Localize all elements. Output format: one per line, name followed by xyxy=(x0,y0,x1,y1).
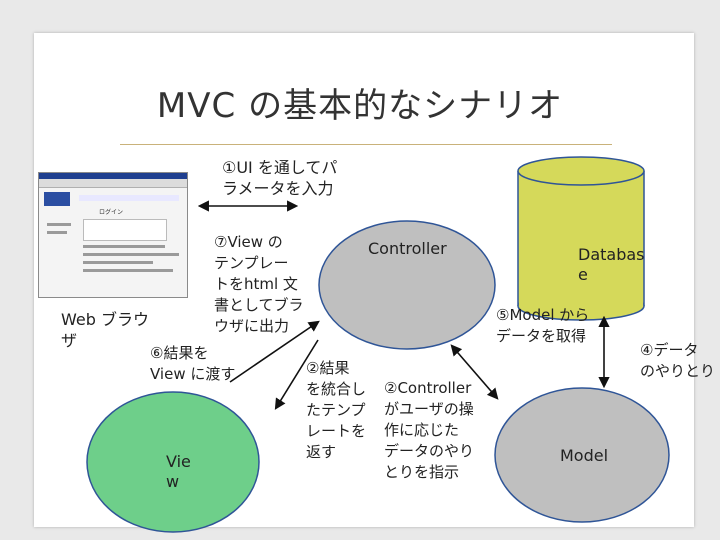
model-node-label: Model xyxy=(560,446,609,465)
step4-text: ④データ のやりとり xyxy=(640,341,716,380)
sidebar-line xyxy=(47,223,71,226)
model-node-circle xyxy=(494,387,670,523)
arrow-controller-model xyxy=(450,344,499,400)
browser-screenshot: ログイン xyxy=(38,172,188,298)
browser-toolbar xyxy=(39,179,187,188)
slide-title: MVC の基本的なシナリオ xyxy=(156,86,564,126)
controller-node-circle xyxy=(318,220,496,350)
browser-label: Web ブラウ ザ xyxy=(61,310,149,350)
step7-text: ⑦View の テンプレー トをhtml 文 書としてブラ ウザに出力 xyxy=(214,233,304,335)
arrow-view-to-browser xyxy=(229,320,320,383)
text-line xyxy=(83,269,173,272)
text-line xyxy=(83,253,179,256)
step1-text: ①UI を通してパ ラメータを入力 xyxy=(222,158,338,198)
site-logo-image xyxy=(44,192,70,206)
title-divider xyxy=(120,144,612,145)
text-line xyxy=(83,245,165,248)
arrow-controller-to-view xyxy=(274,339,319,410)
step5-text: ⑤Model から データを取得 xyxy=(496,306,590,345)
step6-text: ⑥結果を View に渡す xyxy=(150,344,236,383)
database-node-label: Databas e xyxy=(578,245,645,284)
controller-node-label: Controller xyxy=(368,239,447,258)
database-cylinder xyxy=(517,156,645,321)
login-form-box xyxy=(83,219,167,241)
browser-titlebar xyxy=(39,173,187,179)
text-line xyxy=(83,261,153,264)
login-heading: ログイン xyxy=(99,209,124,216)
view-node-circle xyxy=(86,391,260,533)
step2-result-text: ②結果 を統合し たテンプ レートを 返す xyxy=(306,359,367,461)
step2-controller-text: ②Controller がユーザの操 作に応じた データのやり とりを指示 xyxy=(384,379,475,481)
page-header-strip xyxy=(79,195,179,201)
view-node-label: Vie w xyxy=(166,452,191,491)
sidebar-line xyxy=(47,231,67,234)
